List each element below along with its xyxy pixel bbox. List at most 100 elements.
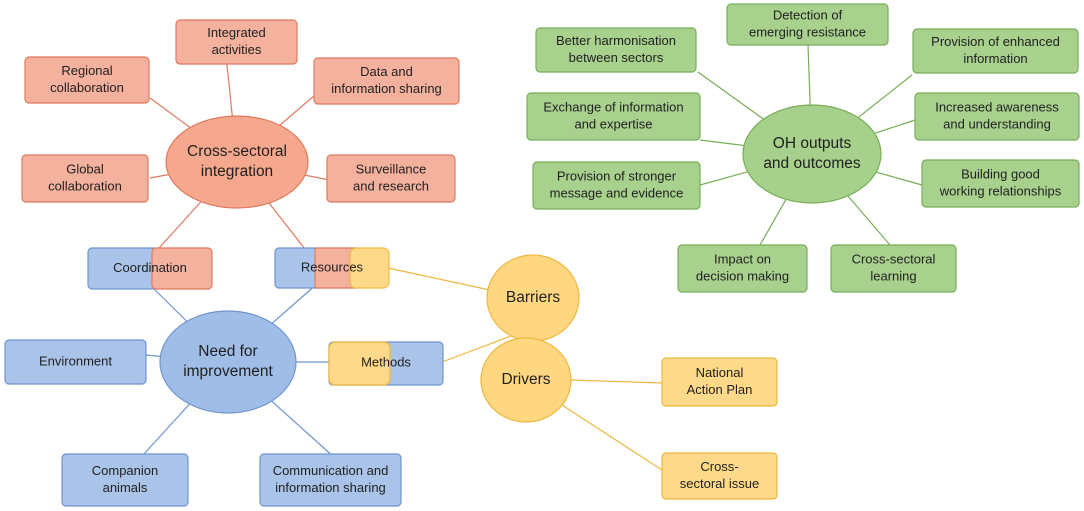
regional-collaboration-box-label-line: Regional: [61, 63, 112, 78]
resources-yellow-shape: [349, 247, 390, 289]
need-for-improvement-hub-label: Need for improvement: [183, 343, 273, 380]
oh-outputs-hub-label-line: OH outputs: [773, 135, 852, 152]
harmonisation-box-label-line: Better harmonisation: [556, 33, 676, 48]
national-action-plan-box-shape: [661, 357, 778, 407]
environment-box-label-line: Environment: [39, 353, 112, 368]
global-collaboration-box-label-line: collaboration: [48, 178, 122, 193]
global-collaboration-box-shape: [21, 154, 149, 203]
coordination-box-right-shape: [151, 247, 213, 290]
cross-sectoral-integration-hub-label-line: Cross-sectoral: [187, 143, 287, 160]
cross-sectoral-integration-hub-shape: [165, 115, 309, 209]
enhanced-information-box-label: Provision of enhanced information: [931, 34, 1060, 66]
exchange-expertise-box-label-line: and expertise: [574, 116, 652, 131]
drivers-hub-shape: [480, 337, 572, 423]
exchange-expertise-box-shape: [526, 92, 701, 141]
relationships-box-label-line: working relationships: [939, 183, 1062, 198]
cross-sectoral-learning-box-shape: [830, 244, 957, 293]
coordination-box: [87, 247, 213, 290]
exchange-expertise-box-label-line: Exchange of information: [543, 99, 683, 114]
global-collaboration-box: [21, 154, 149, 203]
methods-yellow-shape: [328, 341, 391, 386]
resources-label-line: Resources: [301, 259, 364, 274]
decision-making-box-shape: [677, 244, 808, 293]
enhanced-information-box-label-line: information: [963, 51, 1027, 66]
detection-resistance-box-label-line: Detection of: [773, 7, 843, 22]
national-action-plan-box: [661, 357, 778, 407]
data-information-sharing-box-shape: [313, 57, 460, 105]
enhanced-information-box: [912, 28, 1079, 74]
stronger-message-box: [532, 161, 701, 210]
regional-collaboration-box-shape: [24, 56, 150, 104]
barriers-hub-label-line: Barriers: [506, 289, 561, 306]
cross-sectoral-issue-box-label-line: sectoral issue: [680, 476, 759, 491]
surveillance-research-box-shape: [326, 154, 456, 203]
awareness-box: [914, 92, 1080, 141]
decision-making-box-label-line: decision making: [696, 268, 789, 283]
national-action-plan-box-label-line: Action Plan: [687, 382, 753, 397]
drivers-connector: [561, 404, 663, 471]
need-for-improvement-hub-label-line: improvement: [183, 363, 273, 380]
awareness-box-label-line: and understanding: [943, 116, 1051, 131]
awareness-box-shape: [914, 92, 1080, 141]
communication-sharing-box: [259, 453, 402, 507]
regional-collaboration-box: [24, 56, 150, 104]
resources-label: Resources: [301, 259, 364, 274]
coordination-box-label-line: Coordination: [113, 260, 187, 275]
need-for-improvement-hub-label-line: Need for: [198, 343, 257, 360]
data-information-sharing-box-label-line: Data and: [360, 64, 413, 79]
surveillance-research-box-label-line: and research: [353, 178, 429, 193]
oh-outputs-hub-shape: [742, 104, 882, 204]
exchange-expertise-box-label: Exchange of information and expertise: [543, 99, 683, 131]
drivers-connector: [569, 379, 663, 384]
data-information-sharing-box-label: Data and information sharing: [331, 64, 442, 96]
drivers-hub-label-line: Drivers: [501, 371, 550, 388]
environment-box-shape: [4, 339, 147, 385]
companion-animals-box-label-line: Companion: [92, 463, 159, 478]
decision-making-box-label: Impact on decision making: [696, 251, 789, 283]
companion-animals-box: [61, 453, 189, 507]
cross-sectoral-issue-box-shape: [661, 452, 778, 500]
oh-outputs-hub-label-line: and outcomes: [763, 155, 861, 172]
resources-box: [274, 247, 390, 289]
communication-sharing-box-shape: [259, 453, 402, 507]
integrated-activities-box: [175, 19, 298, 65]
integrated-activities-box-label-line: activities: [212, 42, 262, 57]
cross-sectoral-issue-box-label: Cross-sectoral issue: [680, 459, 759, 491]
detection-resistance-box-label: Detection of emerging resistance: [749, 7, 866, 39]
exchange-expertise-box: [526, 92, 701, 141]
need-for-improvement-hub-shape: [159, 310, 297, 414]
companion-animals-box-label-line: animals: [103, 480, 148, 495]
detection-resistance-box-label-line: emerging resistance: [749, 24, 866, 39]
cross-sectoral-issue-box-label-line: Cross-: [700, 459, 738, 474]
coordination-box-label: Coordination: [113, 260, 187, 275]
stronger-message-box-label-line: Provision of stronger: [557, 168, 677, 183]
harmonisation-box-label: Better harmonisation between sectors: [556, 33, 676, 65]
companion-animals-box-shape: [61, 453, 189, 507]
companion-animals-box-label: Companion animals: [92, 463, 159, 495]
enhanced-information-box-label-line: Provision of enhanced: [931, 34, 1060, 49]
data-information-sharing-box: [313, 57, 460, 105]
surveillance-research-box: [326, 154, 456, 203]
detection-resistance-box: [726, 3, 889, 46]
methods-label-line: Methods: [361, 354, 411, 369]
methods-label: Methods: [361, 354, 411, 369]
cross-sectoral-learning-box-label-line: learning: [870, 268, 916, 283]
harmonisation-box-shape: [535, 27, 697, 73]
harmonisation-box-label-line: between sectors: [569, 50, 664, 65]
global-collaboration-box-label-line: Global: [66, 161, 104, 176]
drivers-hub-label: Drivers: [501, 371, 550, 388]
oh-outputs-hub-label: OH outputs and outcomes: [763, 135, 861, 172]
decision-making-box-label-line: Impact on: [714, 251, 771, 266]
harmonisation-box: [535, 27, 697, 73]
cross-sectoral-issue-box: [661, 452, 778, 500]
data-information-sharing-box-label-line: information sharing: [331, 81, 442, 96]
barriers-hub-label: Barriers: [506, 289, 561, 306]
communication-sharing-box-label-line: Communication and: [273, 463, 389, 478]
